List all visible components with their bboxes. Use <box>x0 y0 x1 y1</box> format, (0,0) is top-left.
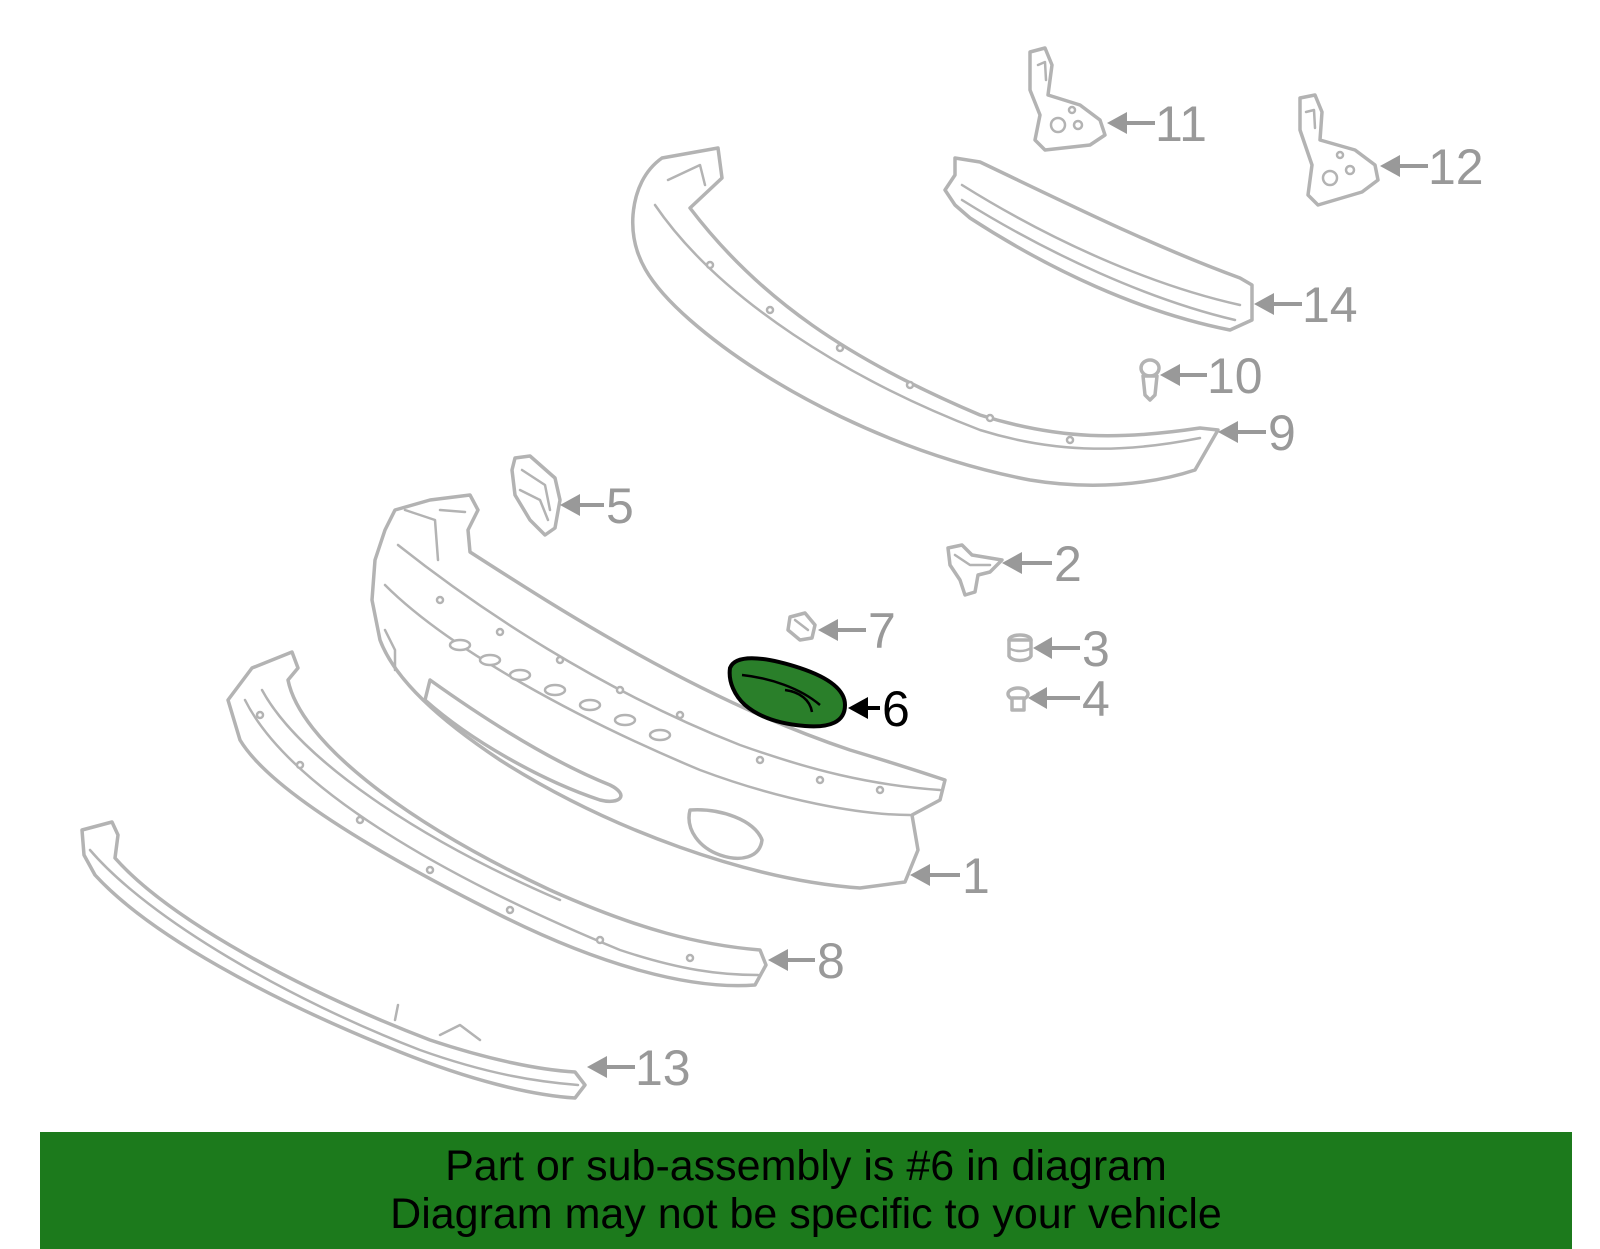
part-6-drawing <box>727 656 847 729</box>
part-12-drawing <box>1298 93 1380 207</box>
part-1-drawing <box>370 493 947 890</box>
callout-7-label: 7 <box>868 603 896 659</box>
banner-line-2: Diagram may not be specific to your vehi… <box>390 1190 1222 1238</box>
callout-12-label: 12 <box>1428 139 1484 195</box>
callout-11: 11 <box>1107 96 1207 152</box>
part-13-drawing <box>80 820 587 1100</box>
part-14-drawing <box>943 156 1254 332</box>
callout-12: 12 <box>1380 139 1484 195</box>
callout-2: 2 <box>1002 536 1082 592</box>
callout-3: 3 <box>1033 621 1110 677</box>
part-8-drawing <box>226 650 768 988</box>
callout-1: 1 <box>910 848 990 904</box>
callout-6: 6 <box>848 681 910 737</box>
part-9-drawing <box>630 146 1220 487</box>
part-2-drawing <box>946 543 1004 597</box>
callout-10: 10 <box>1160 348 1263 404</box>
callout-4-label: 4 <box>1082 671 1110 727</box>
callout-8-label: 8 <box>817 933 845 989</box>
callout-14: 14 <box>1254 277 1358 333</box>
callout-9-label: 9 <box>1268 405 1296 461</box>
callout-13: 13 <box>587 1040 691 1096</box>
callout-11-label: 11 <box>1155 96 1207 152</box>
callout-7: 7 <box>818 603 896 659</box>
part-7-drawing <box>786 611 817 642</box>
info-banner: Part or sub-assembly is #6 in diagram Di… <box>40 1132 1572 1249</box>
part-10-drawing <box>1139 358 1161 402</box>
callout-13-label: 13 <box>635 1040 691 1096</box>
callout-9: 9 <box>1218 405 1296 461</box>
banner-line-1: Part or sub-assembly is #6 in diagram <box>445 1142 1167 1190</box>
callout-8: 8 <box>768 933 845 989</box>
callout-5: 5 <box>560 478 634 534</box>
part-5-drawing <box>510 454 562 537</box>
callout-6-label: 6 <box>882 681 910 737</box>
parts-diagram: 1 2 3 4 5 6 7 8 9 10 <box>80 46 1484 1100</box>
part-11-drawing <box>1028 46 1107 152</box>
callout-2-label: 2 <box>1054 536 1082 592</box>
callout-1-label: 1 <box>962 848 990 904</box>
callout-5-label: 5 <box>606 478 634 534</box>
callout-4: 4 <box>1028 671 1110 727</box>
part-4-drawing <box>1006 686 1030 712</box>
callout-10-label: 10 <box>1207 348 1263 404</box>
part-3-drawing <box>1007 633 1033 663</box>
callout-3-label: 3 <box>1082 621 1110 677</box>
callout-14-label: 14 <box>1302 277 1358 333</box>
